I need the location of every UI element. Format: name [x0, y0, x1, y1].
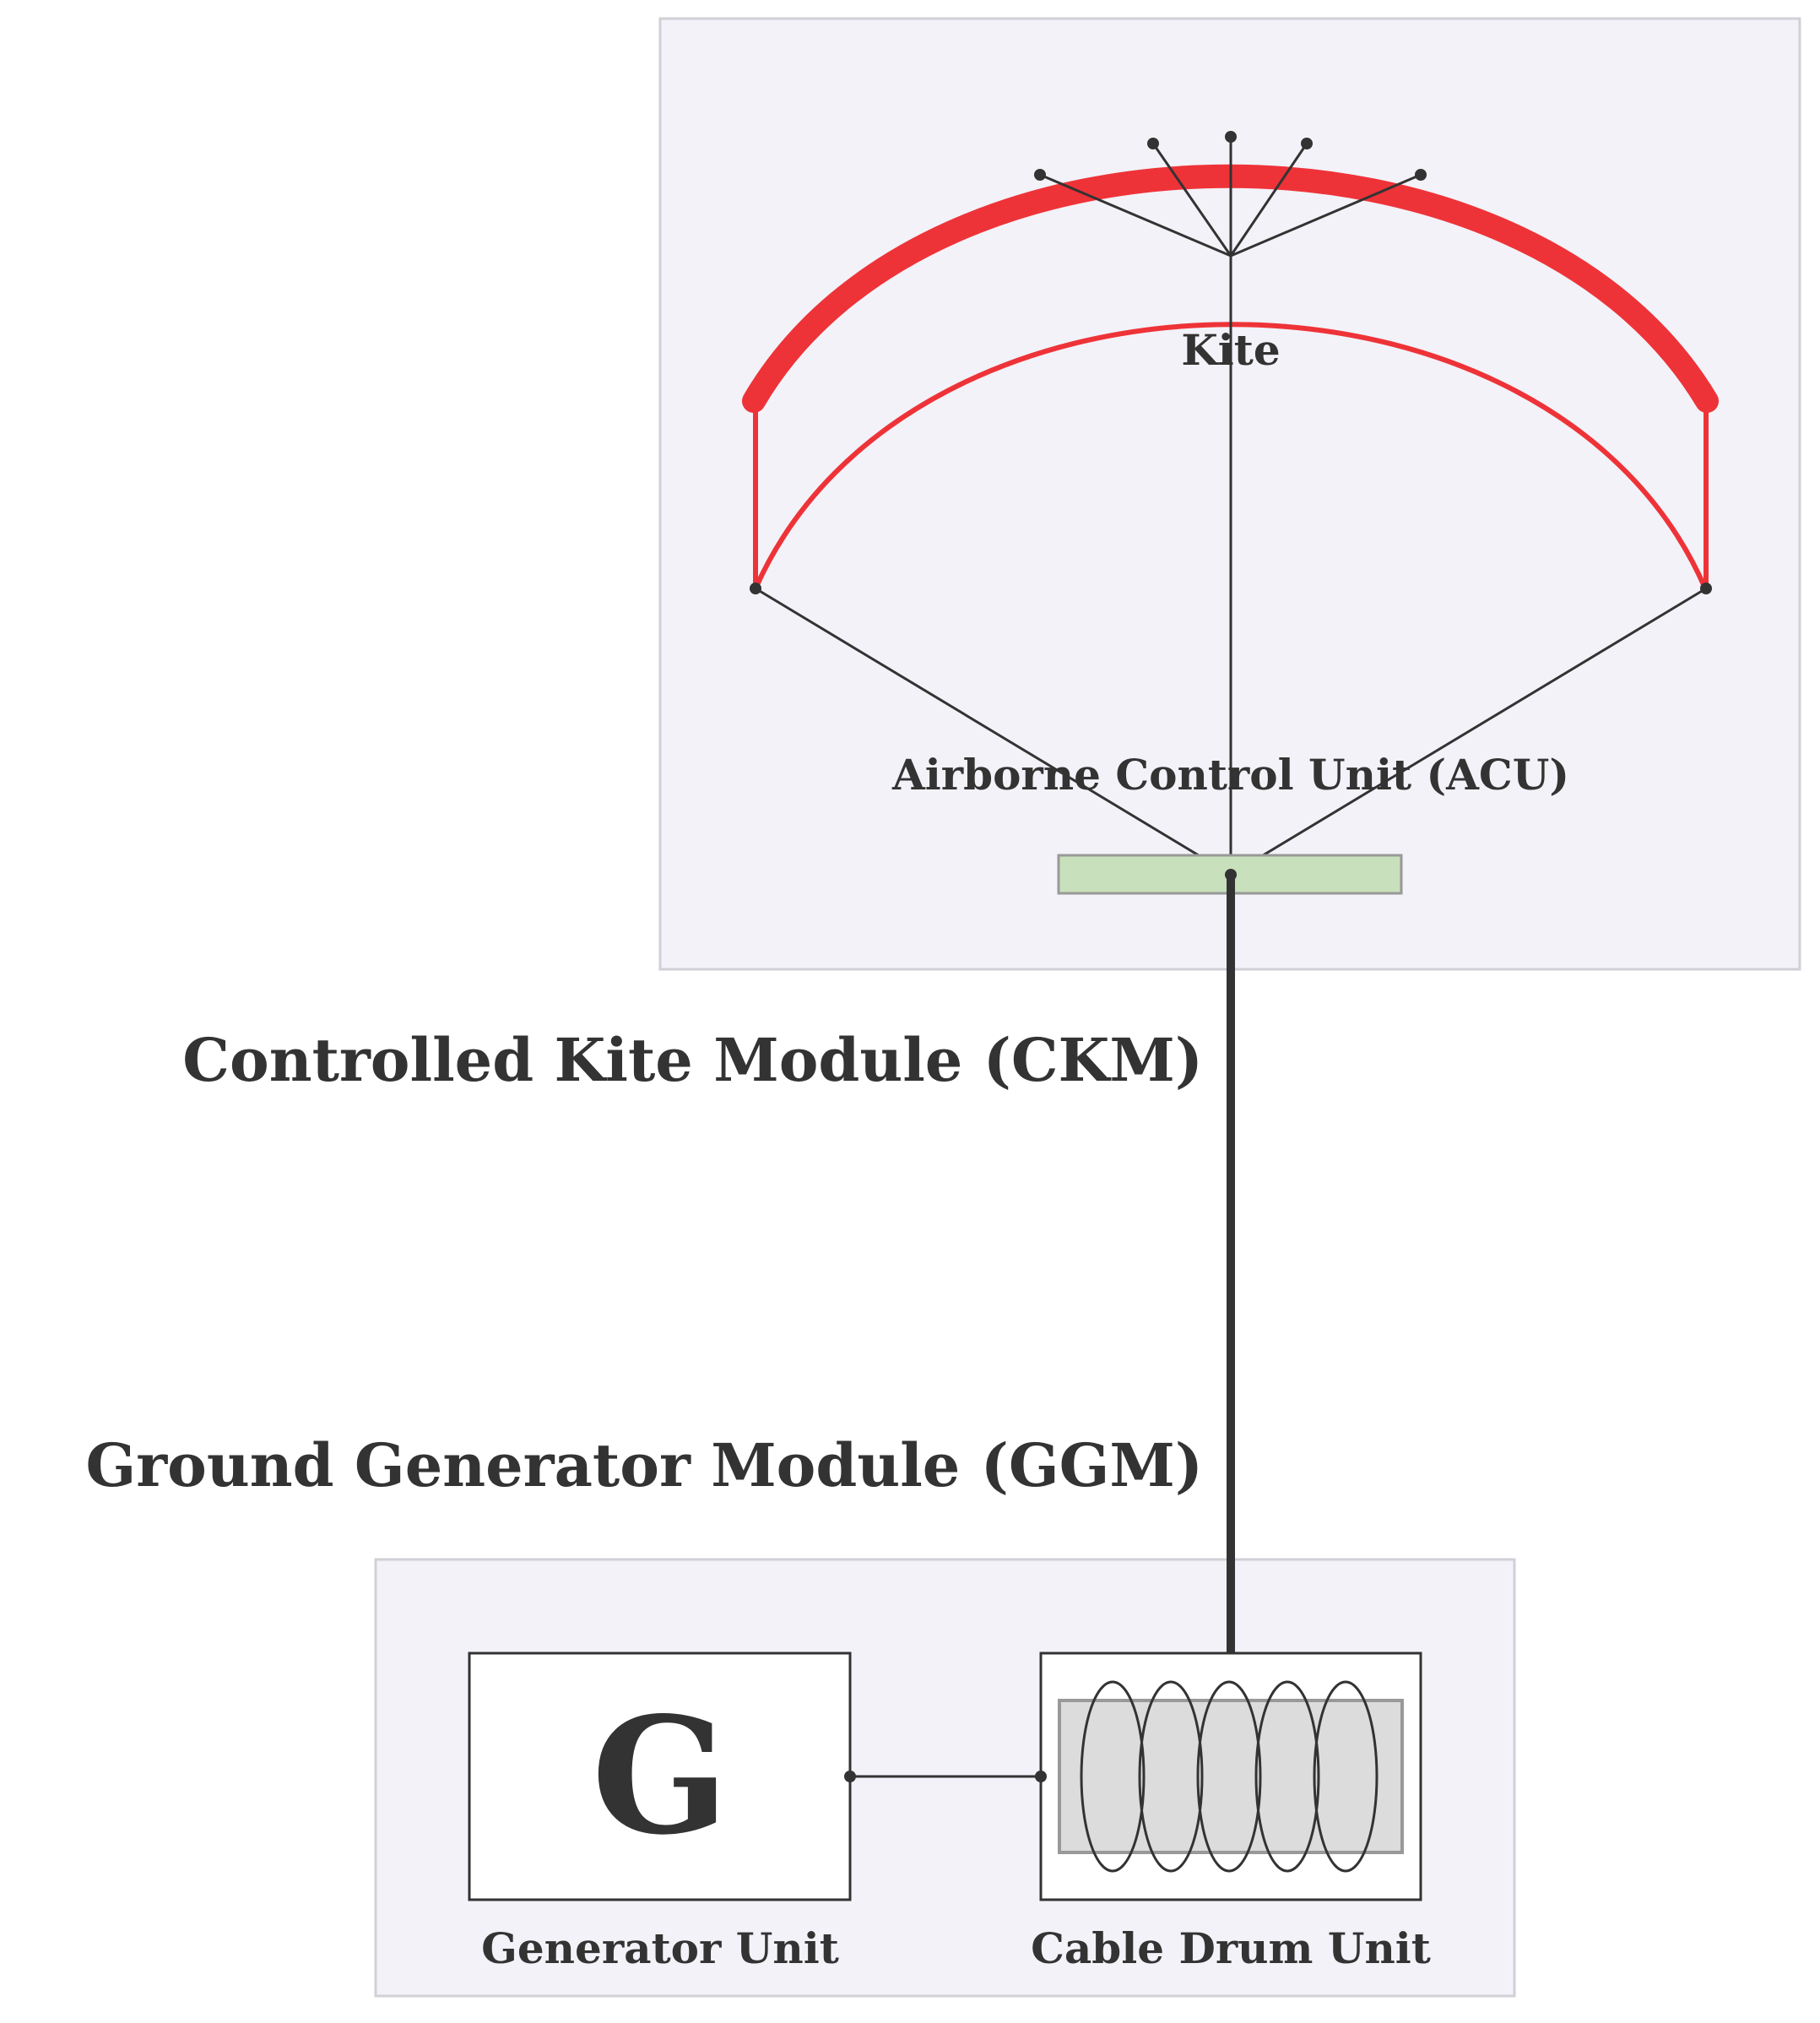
attachment-point — [1415, 169, 1427, 181]
coil-loop — [1138, 1680, 1204, 1873]
attachment-point — [1034, 169, 1046, 181]
shaft-point-drum — [1035, 1771, 1047, 1782]
bridle-line — [1230, 173, 1422, 258]
kite-label: Kite — [1181, 325, 1280, 375]
steering-line-right — [1230, 587, 1707, 876]
steering-line-left — [755, 587, 1232, 876]
attachment-point — [1225, 131, 1237, 143]
attachment-point — [1147, 138, 1159, 149]
ckm-label: Controlled Kite Module (CKM) — [182, 1025, 1203, 1095]
attachment-point — [1700, 583, 1712, 594]
bridle-line — [1229, 143, 1308, 257]
cable-drum-unit-label: Cable Drum Unit — [1031, 1923, 1431, 1973]
attachment-points — [750, 131, 1712, 594]
coil-loop — [1080, 1680, 1146, 1873]
shaft-point-generator — [844, 1771, 856, 1782]
generator-symbol: G — [592, 1682, 729, 1870]
generator-unit-box — [468, 1651, 852, 1901]
ggm-label: Ground Generator Module (GGM) — [85, 1430, 1203, 1500]
bridle-lines — [755, 137, 1707, 876]
cable-drum — [1058, 1699, 1404, 1854]
bridle-line — [1151, 143, 1232, 257]
coil-loop — [1313, 1680, 1379, 1873]
generator-unit-label: Generator Unit — [481, 1923, 839, 1973]
kite-leading-edge — [742, 164, 1719, 413]
attachment-point — [750, 583, 761, 594]
attachment-point — [1301, 138, 1313, 149]
acu-connection-point — [1225, 869, 1237, 881]
acu-label: Airborne Control Unit (ACU) — [891, 750, 1569, 800]
drum-coil — [1080, 1680, 1379, 1873]
bridle-line — [1039, 173, 1232, 258]
coil-loop — [1254, 1680, 1320, 1873]
coil-loop — [1196, 1680, 1262, 1873]
